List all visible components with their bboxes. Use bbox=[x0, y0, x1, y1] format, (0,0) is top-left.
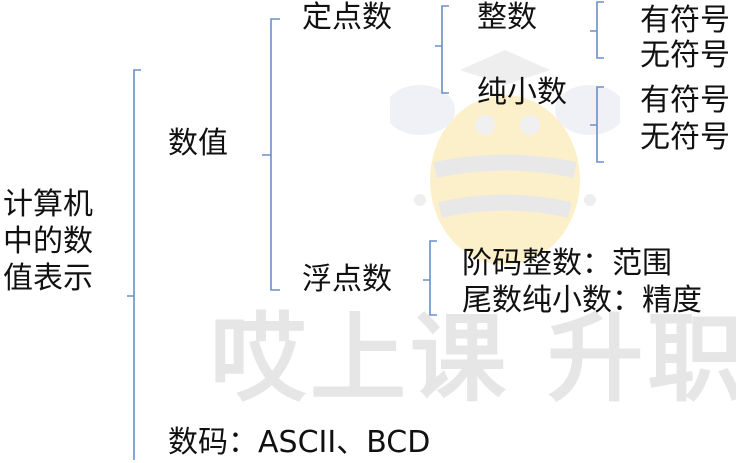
floating-point-bracket bbox=[423, 240, 437, 316]
root-label-line-3: 值表示 bbox=[3, 261, 93, 296]
fraction-unsigned-label: 无符号 bbox=[640, 120, 730, 155]
root-label-line-1: 计算机 bbox=[3, 187, 93, 222]
exponent-label: 阶码整数：范围 bbox=[462, 246, 672, 281]
codes-label: 数码：ASCII、BCD bbox=[168, 425, 431, 460]
integer-unsigned-label: 无符号 bbox=[640, 38, 730, 73]
numeric-bracket bbox=[262, 18, 280, 291]
numeric-label: 数值 bbox=[168, 126, 228, 161]
bee-watermark-icon bbox=[390, 50, 620, 265]
floating-point-label: 浮点数 bbox=[302, 262, 392, 297]
fraction-label: 纯小数 bbox=[477, 75, 567, 110]
fraction-signed-label: 有符号 bbox=[640, 83, 730, 118]
fraction-bracket bbox=[590, 86, 604, 163]
integer-bracket bbox=[590, 1, 604, 59]
watermark-text: 哎上课 升职 bbox=[210, 303, 736, 410]
integer-label: 整数 bbox=[477, 0, 537, 35]
root-label-line-2: 中的数 bbox=[3, 224, 93, 259]
root-bracket bbox=[127, 69, 141, 460]
mantissa-label: 尾数纯小数：精度 bbox=[462, 283, 702, 318]
fixed-point-label: 定点数 bbox=[302, 0, 392, 35]
watermark-logo: 哎上课 升职 bbox=[210, 303, 736, 410]
fixed-point-bracket bbox=[435, 5, 449, 94]
integer-signed-label: 有符号 bbox=[640, 3, 730, 38]
